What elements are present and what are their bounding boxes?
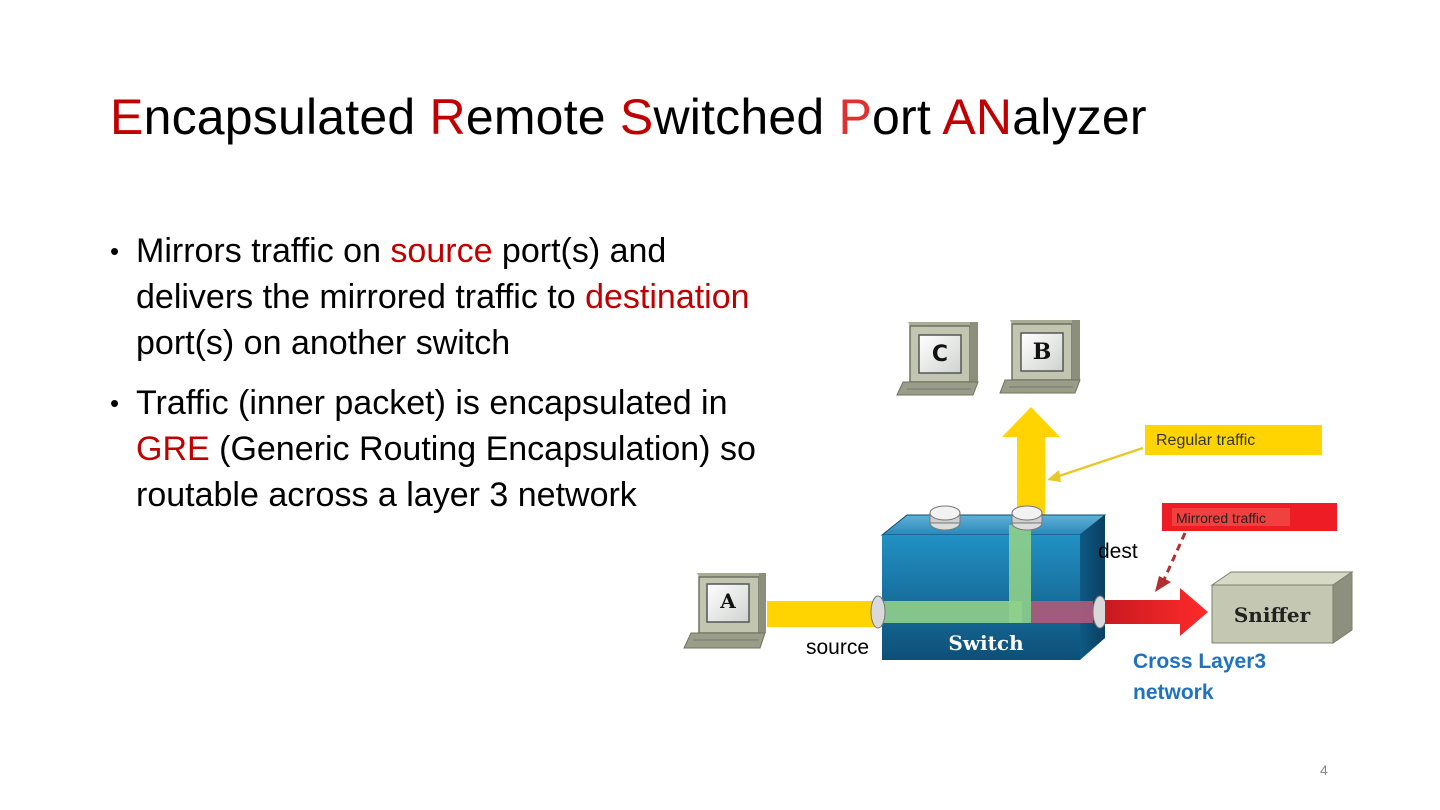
regular-traffic-arrow: [1002, 407, 1060, 525]
sniffer-icon: Sniffer: [1210, 571, 1354, 644]
regular-traffic-label: Regular traffic: [1156, 432, 1255, 449]
title-part: S: [619, 89, 654, 145]
title-part: ncapsulated: [143, 89, 430, 145]
bullet-text: port(s) on another switch: [136, 324, 511, 362]
computer-c-icon: C: [896, 322, 979, 396]
pc-a-label: A: [719, 589, 736, 613]
title-part: ort: [872, 89, 943, 145]
cross-network-label-line2: network: [1133, 681, 1214, 704]
mirrored-traffic-callout: Mirrored traffic: [1155, 503, 1337, 592]
bullet-marker: •: [110, 388, 120, 418]
bullet-marker: •: [110, 236, 120, 266]
title-part: E: [110, 89, 144, 145]
switch-icon: Switch: [870, 505, 1108, 660]
regular-traffic-callout: Regular traffic: [1047, 425, 1322, 482]
bullet-highlight: destination: [585, 278, 750, 316]
bullet-text: Traffic (inner packet) is encapsulated i…: [136, 384, 728, 422]
title-part: witched: [653, 89, 839, 145]
bullet-highlight: GRE: [136, 430, 210, 468]
title-part: AN: [942, 89, 1013, 145]
switch-label: Switch: [948, 631, 1024, 655]
slide-title: Encapsulated Remote Switched Port ANalyz…: [110, 88, 1147, 146]
computer-b-icon: B: [999, 320, 1081, 394]
title-part: P: [838, 89, 873, 145]
dest-label: dest: [1098, 540, 1138, 563]
mirrored-traffic-arrow: [1105, 588, 1208, 636]
source-label: source: [806, 636, 869, 659]
title-part: emote: [465, 89, 620, 145]
pc-b-label: B: [1033, 339, 1052, 365]
bullet-item: • Traffic (inner packet) is encapsulated…: [110, 380, 770, 518]
bullet-text: (Generic Routing Encapsulation) so routa…: [136, 430, 756, 514]
cross-network-label-line1: Cross Layer3: [1133, 650, 1266, 673]
title-part: R: [429, 89, 466, 145]
mirrored-traffic-label: Mirrored traffic: [1176, 510, 1266, 526]
bullet-highlight: source: [390, 232, 493, 270]
page-number: 4: [1320, 762, 1328, 778]
source-traffic-bar: [767, 601, 887, 627]
erspan-diagram: C B Regular traffic Mirrored traffic: [683, 320, 1354, 704]
sniffer-label: Sniffer: [1234, 603, 1311, 627]
title-part: alyzer: [1012, 89, 1147, 145]
bullet-text: Mirrors traffic on: [136, 232, 391, 270]
bullet-item: • Mirrors traffic on source port(s) and …: [110, 228, 770, 366]
pc-c-label: C: [932, 342, 948, 367]
bullet-text: port(s) and delivers the mirrored traffi…: [136, 232, 667, 316]
computer-a-icon: A: [683, 573, 766, 649]
bullet-list: • Mirrors traffic on source port(s) and …: [110, 228, 770, 532]
